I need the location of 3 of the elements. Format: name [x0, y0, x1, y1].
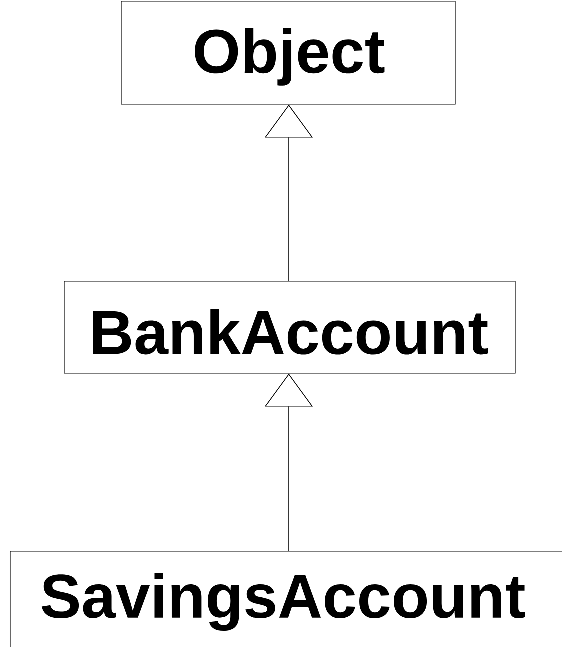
class-box: BankAccount [64, 281, 516, 374]
class-box: Object [121, 0, 456, 105]
class-box: SavingsAccount [10, 551, 562, 647]
